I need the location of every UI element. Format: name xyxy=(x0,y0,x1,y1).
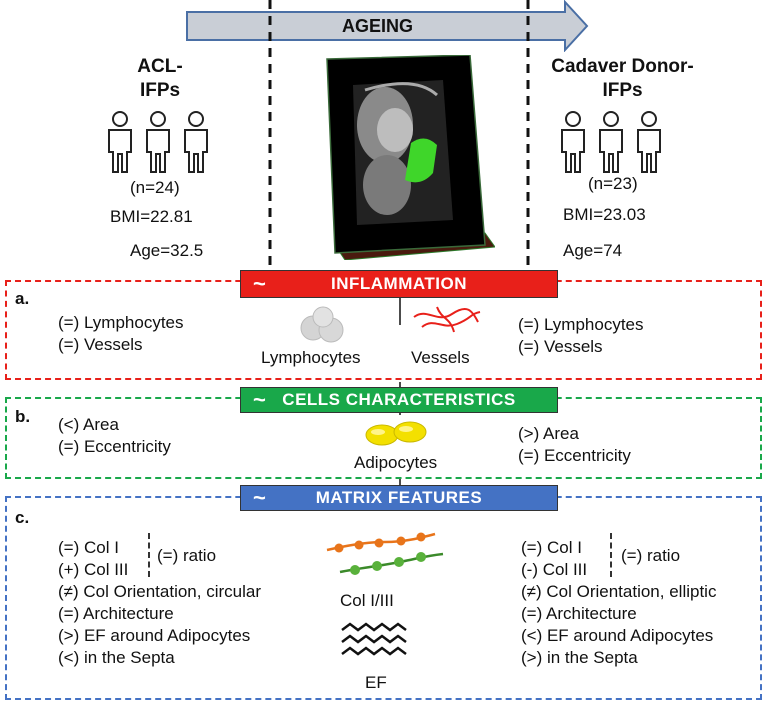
left-n: (n=24) xyxy=(130,178,180,197)
matrix-right-list: (=) Col I (-) Col III (≠) Col Orientatio… xyxy=(521,538,717,667)
adipocytes-label: Adipocytes xyxy=(354,453,438,472)
ageing-label: AGEING xyxy=(341,16,413,36)
section-letter-a: a. xyxy=(15,289,30,308)
matrix-left-ratio-divider xyxy=(148,533,150,577)
adipocytes-icon xyxy=(365,421,427,446)
cells-banner: ~ CELLS CHARACTERISTICS xyxy=(240,387,558,413)
inflammation-right-list: (=) Lymphocytes (=) Vessels xyxy=(518,315,644,356)
ef-label: EF xyxy=(365,673,387,692)
left-age: Age=32.5 xyxy=(130,241,204,260)
matrix-left-list: (=) Col I (+) Col III (≠) Col Orientatio… xyxy=(58,538,261,667)
right-group-person-icons xyxy=(561,111,661,173)
left-group-title: ACL- IFPs xyxy=(137,56,183,101)
left-bmi: BMI=22.81 xyxy=(110,207,193,226)
section-letter-b: b. xyxy=(15,407,31,426)
cells-right-list: (>) Area (=) Eccentricity xyxy=(518,424,631,465)
ageing-arrow xyxy=(186,0,589,52)
matrix-banner: ~ MATRIX FEATURES xyxy=(240,485,558,511)
left-group-person-icons xyxy=(108,111,208,173)
inflammation-left-list: (=) Lymphocytes (=) Vessels xyxy=(58,313,184,354)
matrix-left-ratio: (=) ratio xyxy=(157,546,217,565)
right-age: Age=74 xyxy=(563,241,623,260)
collagen-fibers-icon xyxy=(326,532,444,575)
vessels-icon xyxy=(413,306,481,333)
knee-mri-image xyxy=(326,55,495,260)
right-bmi: BMI=23.03 xyxy=(563,205,646,224)
matrix-right-ratio-divider xyxy=(610,533,612,577)
elastic-fibers-icon xyxy=(341,622,407,656)
section-letter-c: c. xyxy=(15,508,30,527)
lymphocytes-icon xyxy=(300,306,344,343)
lymphocytes-label: Lymphocytes xyxy=(261,348,361,367)
right-group-title: Cadaver Donor- IFPs xyxy=(551,56,694,101)
cells-left-list: (<) Area (=) Eccentricity xyxy=(58,415,171,456)
matrix-right-ratio: (=) ratio xyxy=(621,546,681,565)
collagen-label: Col I/III xyxy=(340,591,394,610)
right-n: (n=23) xyxy=(588,174,638,193)
vessels-label: Vessels xyxy=(411,348,470,367)
inflammation-banner: ~ INFLAMMATION xyxy=(240,270,558,298)
